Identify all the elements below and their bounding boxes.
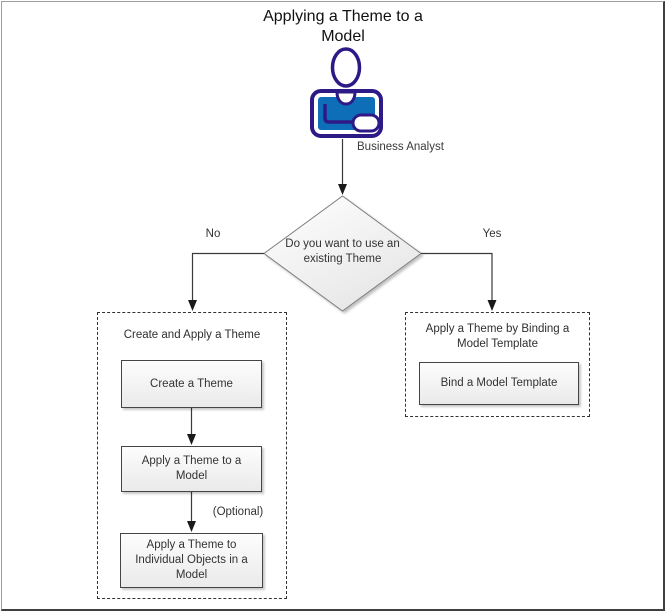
actor-label: Business Analyst xyxy=(357,141,444,153)
step-apply-theme-to-model: Apply a Theme to a Model xyxy=(121,446,262,492)
group-create-and-apply-theme: Create and Apply a Theme xyxy=(97,312,287,599)
step-apply-theme-to-individual-objects: Apply a Theme to Individual Objects in a… xyxy=(120,533,263,588)
arrowhead-icon xyxy=(187,521,196,532)
optional-label: (Optional) xyxy=(212,506,264,518)
group-apply-theme-by-binding-template: Apply a Theme by Binding a Model Templat… xyxy=(405,312,590,417)
person-icon xyxy=(310,47,383,138)
person-head xyxy=(330,47,362,88)
group-title: Create and Apply a Theme xyxy=(123,329,261,341)
decision-diamond xyxy=(263,195,422,312)
connector-no-branch xyxy=(191,252,264,300)
decision-question: Do you want to use an existing Theme xyxy=(285,238,400,265)
person-collar xyxy=(335,90,357,106)
step-create-a-theme: Create a Theme xyxy=(121,360,262,408)
step-bind-a-model-template: Bind a Model Template xyxy=(419,362,579,405)
branch-label-no: No xyxy=(205,228,221,240)
arrowhead-icon xyxy=(187,434,196,445)
branch-label-yes: Yes xyxy=(482,228,502,240)
person-arm xyxy=(323,104,355,124)
group-title: Apply a Theme by Binding a Model Templat… xyxy=(425,323,570,350)
arrowhead-icon xyxy=(487,300,497,311)
person-hand xyxy=(351,113,381,133)
diagram-title: Applying a Theme to a Model xyxy=(263,8,423,45)
connector-yes-branch xyxy=(421,252,493,300)
arrowhead-icon xyxy=(188,300,197,311)
arrowhead-icon xyxy=(338,184,347,195)
